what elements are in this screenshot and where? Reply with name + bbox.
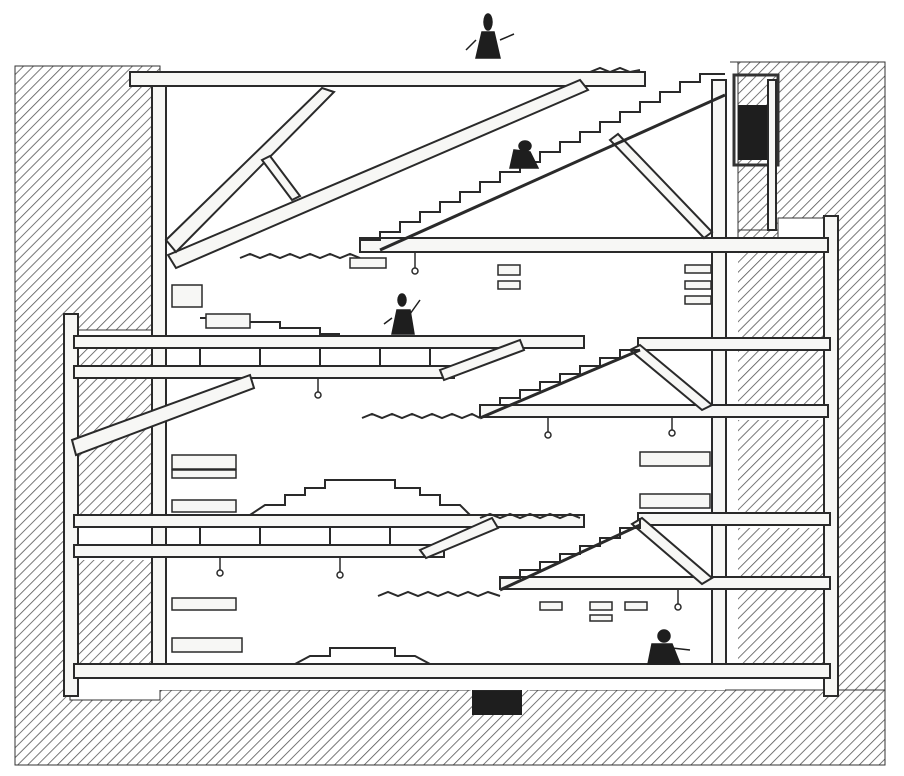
bed-2: [171, 469, 237, 479]
brace-small-1: [260, 154, 302, 202]
saw-edge-1: [239, 252, 361, 260]
stairs: [200, 66, 726, 665]
braces: [70, 78, 714, 586]
pyramid-mid: [249, 479, 471, 516]
stair-2-under: [479, 348, 641, 420]
bed-1: [171, 454, 237, 470]
person-figure-icon-bottom: [647, 629, 691, 665]
brace-mid-3: [418, 516, 500, 560]
shelf-2: [205, 313, 251, 329]
crate-2: [497, 280, 521, 290]
brace-mid-1: [438, 338, 526, 382]
crate-3: [684, 264, 712, 274]
saw-edge-roof: [589, 66, 641, 74]
brace-right-upper: [608, 132, 714, 240]
brace-left-lower: [70, 373, 256, 457]
stair-top: [360, 73, 725, 241]
beam-level-2b: [73, 365, 455, 379]
earth-right-lower: [737, 229, 779, 239]
beam-level-3: [479, 404, 829, 418]
brace-long-upper: [166, 78, 590, 270]
crate-7: [539, 601, 563, 611]
beam-level-5: [499, 576, 831, 590]
saw-edge-2: [361, 412, 481, 420]
struts: [199, 348, 431, 545]
bed-6: [639, 451, 711, 467]
crate-6: [349, 257, 387, 269]
beam-level-1: [359, 237, 829, 253]
hanging-lamps: [216, 252, 682, 611]
stair-2: [480, 349, 640, 406]
crate-1: [497, 264, 521, 276]
beam-level-4-right: [637, 512, 831, 526]
beam-floor: [73, 663, 831, 679]
person-figure-icon-mid: [383, 293, 421, 335]
brace-left-upper: [164, 86, 336, 254]
bed-7: [639, 493, 711, 509]
saw-edge-3: [377, 590, 501, 598]
crate-4: [684, 280, 712, 290]
post-top-right: [767, 79, 777, 231]
post-far-right: [823, 215, 839, 697]
post-far-left: [63, 313, 79, 697]
crate-9: [624, 601, 648, 611]
crate-5: [684, 295, 712, 305]
roof-beam: [129, 71, 646, 87]
beam-level-2a: [73, 335, 585, 349]
bed-5: [171, 637, 243, 653]
pyramid-bottom: [294, 647, 431, 665]
furnishings: [171, 257, 712, 653]
shelf-1: [171, 284, 203, 308]
beams: [73, 71, 831, 679]
person-figure-icon-stair: [509, 140, 540, 169]
cistern-frame: [732, 73, 780, 167]
stair-top-under: [379, 93, 726, 252]
crate-8: [589, 601, 613, 611]
person-figure-icon-top: [465, 13, 515, 59]
saw-edge-4: [479, 512, 581, 520]
bed-4: [171, 597, 237, 611]
brace-mid-4: [630, 516, 714, 586]
crate-10: [589, 614, 613, 622]
inner-earth-walls: [78, 238, 828, 670]
beam-level-4a: [73, 514, 585, 528]
stair-4-under: [499, 523, 641, 592]
brace-mid-2: [628, 343, 714, 412]
figures: [383, 13, 691, 665]
beam-level-2-right: [637, 337, 831, 351]
beam-level-4b: [73, 544, 445, 558]
bed-3: [171, 499, 237, 513]
